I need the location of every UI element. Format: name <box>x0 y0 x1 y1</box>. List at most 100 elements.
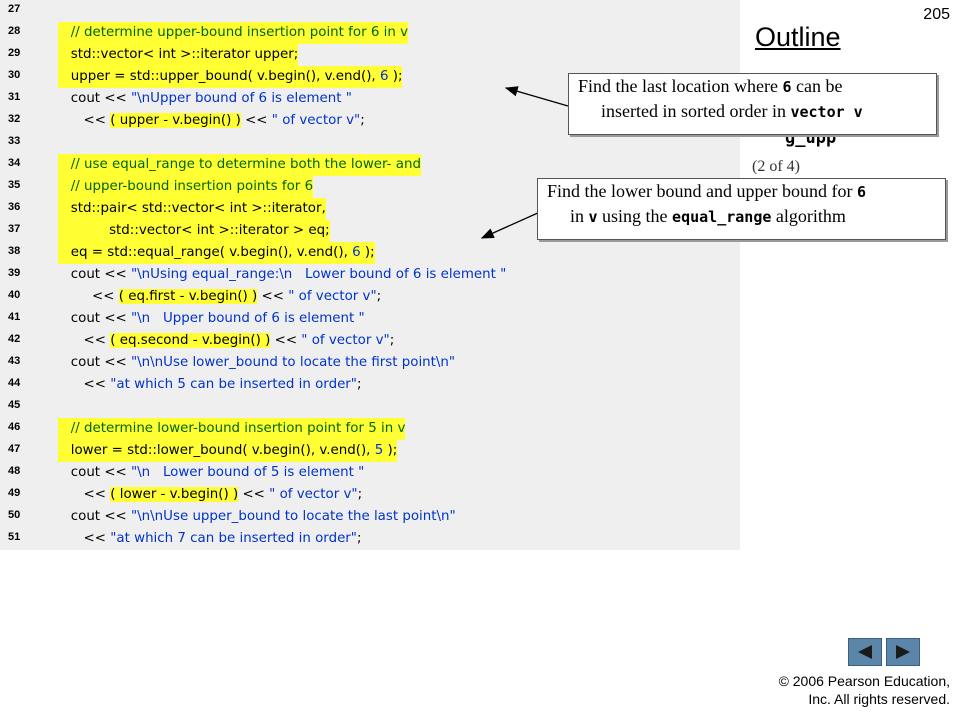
code-line: 39 cout << "\nUsing equal_range:\n Lower… <box>0 264 740 286</box>
code-token: "\nUpper bound of 6 is element " <box>131 91 352 106</box>
line-number: 42 <box>8 333 21 345</box>
next-slide-button[interactable] <box>886 638 920 666</box>
line-number: 48 <box>8 465 21 477</box>
code-token: << <box>58 487 111 502</box>
code-line: 36 std::pair< std::vector< int >::iterat… <box>0 198 740 220</box>
code-token: " of vector v" <box>288 289 377 304</box>
line-number: 27 <box>8 3 21 15</box>
outline-link[interactable]: Outline <box>755 22 841 52</box>
line-number: 49 <box>8 487 21 499</box>
code-token: "\n Lower bound of 5 is element " <box>131 465 365 480</box>
code-line: 32 << ( upper - v.begin() ) << " of vect… <box>0 110 740 132</box>
callout-2-line-1: Find the lower bound and upper bound for… <box>547 181 866 201</box>
code-token: " of vector v" <box>269 487 358 502</box>
code-text: upper = std::upper_bound( v.begin(), v.e… <box>58 66 403 88</box>
code-line: 49 << ( lower - v.begin() ) << " of vect… <box>0 484 740 506</box>
line-number: 39 <box>8 267 21 279</box>
code-token: cout << <box>58 509 132 524</box>
code-token: "\n\nUse lower_bound to locate the first… <box>131 355 456 370</box>
copyright-notice: © 2006 Pearson Education, Inc. All right… <box>650 672 950 708</box>
code-token: ; <box>356 531 362 546</box>
code-line: 34 // use equal_range to determine both … <box>0 154 740 176</box>
line-number: 50 <box>8 509 21 521</box>
code-token: << <box>270 333 302 348</box>
line-number: 47 <box>8 443 21 455</box>
code-line: 35 // upper-bound insertion points for 6 <box>0 176 740 198</box>
code-line: 51 << "at which 7 can be inserted in ord… <box>0 528 740 550</box>
line-number: 29 <box>8 47 21 59</box>
code-text: std::pair< std::vector< int >::iterator, <box>58 198 326 220</box>
code-line: 27 <box>0 0 740 22</box>
code-token: cout << <box>58 311 132 326</box>
line-number: 36 <box>8 201 21 213</box>
code-text: // determine lower-bound insertion point… <box>58 418 406 440</box>
code-line: 46 // determine lower-bound insertion po… <box>0 418 740 440</box>
code-token: cout << <box>58 267 132 282</box>
code-token: cout << <box>58 465 132 480</box>
code-token: ; <box>357 487 363 502</box>
code-token: "\n Upper bound of 6 is element " <box>131 311 365 326</box>
line-number: 31 <box>8 91 21 103</box>
code-token: 6 <box>379 69 389 84</box>
code-text: cout << "\nUsing equal_range:\n Lower bo… <box>58 264 507 286</box>
code-token: ; <box>389 333 395 348</box>
code-line: 29 std::vector< int >::iterator upper; <box>0 44 740 66</box>
code-token: "at which 7 can be inserted in order" <box>110 531 357 546</box>
page-number: 205 <box>923 6 950 23</box>
callout-upper-bound: Find the last location where 6 can be in… <box>568 73 937 135</box>
copyright-line-1: © 2006 Pearson Education, <box>778 673 950 689</box>
code-text: // determine upper-bound insertion point… <box>58 22 409 44</box>
code-text: << "at which 7 can be inserted in order"… <box>58 528 362 550</box>
callout-1-line-1: Find the last location where 6 can be <box>578 76 843 96</box>
code-line: 30 upper = std::upper_bound( v.begin(), … <box>0 66 740 88</box>
code-token: << <box>58 333 111 348</box>
code-text: std::vector< int >::iterator > eq; <box>58 220 330 242</box>
part-indicator: (2 of 4) <box>752 158 800 175</box>
code-token: cout << <box>58 355 132 370</box>
code-text: cout << "\nUpper bound of 6 is element " <box>58 88 352 110</box>
code-text: << ( lower - v.begin() ) << " of vector … <box>58 484 362 506</box>
code-token: ; <box>376 289 382 304</box>
code-line: 43 cout << "\n\nUse lower_bound to locat… <box>0 352 740 374</box>
code-token <box>58 25 71 40</box>
line-number: 46 <box>8 421 21 433</box>
line-number: 43 <box>8 355 21 367</box>
code-token: << <box>257 289 289 304</box>
code-line: 44 << "at which 5 can be inserted in ord… <box>0 374 740 396</box>
line-number: 45 <box>8 399 21 411</box>
left-triangle-icon <box>858 645 872 659</box>
code-token: std::vector< int >::iterator upper; <box>58 47 299 62</box>
code-token: cout << <box>58 91 132 106</box>
highlighted-code-token: ( eq.first - v.begin() ) <box>118 289 258 304</box>
code-token: << <box>238 487 270 502</box>
code-line: 45 <box>0 396 740 418</box>
code-token: ; <box>360 113 365 128</box>
code-line: 42 << ( eq.second - v.begin() ) << " of … <box>0 330 740 352</box>
code-line: 37 std::vector< int >::iterator > eq; <box>0 220 740 242</box>
code-token: ); <box>360 245 375 260</box>
code-token <box>58 179 71 194</box>
code-line: 40 << ( eq.first - v.begin() ) << " of v… <box>0 286 740 308</box>
code-token: "at which 5 can be inserted in order" <box>110 377 357 392</box>
line-number: 44 <box>8 377 21 389</box>
code-token: 5 <box>374 443 384 458</box>
code-text: // upper-bound insertion points for 6 <box>58 176 314 198</box>
callout-2-line-2: in v using the equal_range algorithm <box>570 206 846 226</box>
callout-1-line-2: inserted in sorted order in vector v <box>601 101 863 121</box>
code-token <box>58 421 71 436</box>
code-line: 28 // determine upper-bound insertion po… <box>0 22 740 44</box>
previous-slide-button[interactable] <box>848 638 882 666</box>
code-token: ); <box>388 69 403 84</box>
code-token: // determine lower-bound insertion point… <box>70 421 406 436</box>
code-token: upper = std::upper_bound( v.begin(), v.e… <box>58 69 380 84</box>
code-token: << <box>240 113 272 128</box>
line-number: 40 <box>8 289 21 301</box>
code-token: std::vector< int >::iterator > eq; <box>58 223 330 238</box>
code-token: " of vector v" <box>301 333 390 348</box>
code-token: "\n\nUse upper_bound to locate the last … <box>131 509 456 524</box>
code-token: << <box>58 377 111 392</box>
code-token: // upper-bound insertion points for 6 <box>70 179 314 194</box>
code-token: 6 <box>352 245 361 260</box>
code-token: " of vector v" <box>271 113 361 128</box>
code-token <box>58 157 71 172</box>
